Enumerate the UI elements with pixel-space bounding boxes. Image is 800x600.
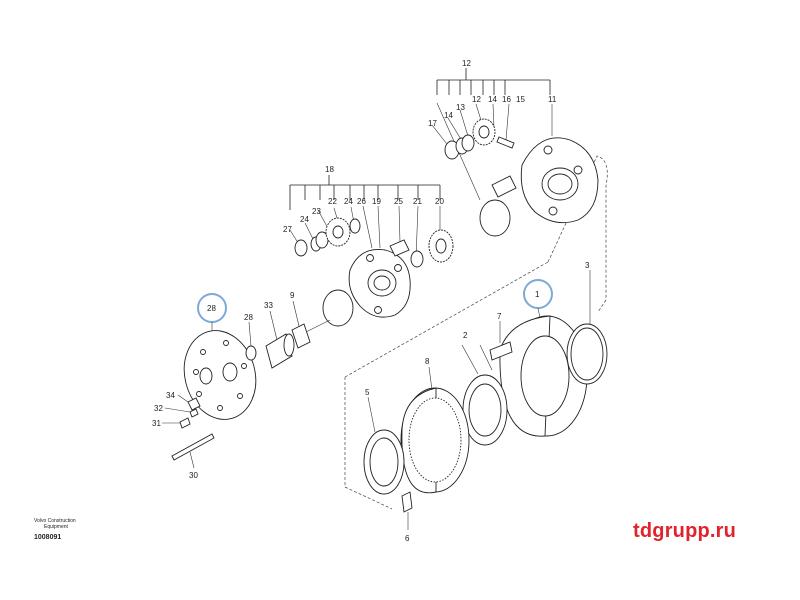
snap-ring [479,199,511,237]
drawing-footer: Volvo Construction Equipment 1008091 [34,518,76,541]
washer-part-26 [349,218,361,234]
callout-2: 2 [463,331,468,340]
pin-part-25 [389,239,410,257]
callout-22: 22 [328,197,337,206]
callout-27: 27 [283,225,292,234]
callout-26: 26 [357,197,366,206]
callout-7: 7 [497,312,502,321]
watermark-brand[interactable]: tdgrupp.ru [633,520,737,542]
callout-20: 20 [435,197,444,206]
seal-part-7 [489,341,513,361]
callout-18: 18 [325,165,334,174]
callout-16: 16 [502,95,511,104]
callout-8: 8 [425,357,430,366]
bearing-part-23 [315,231,329,249]
callout-12: 12 [472,95,481,104]
callout-25: 25 [394,197,403,206]
callout-5: 5 [365,388,370,397]
bolt-part-6 [401,491,413,513]
callout-19: 19 [372,197,381,206]
callout-31: 31 [152,419,161,428]
housing-outline [344,155,608,510]
callout-21: 21 [413,197,422,206]
callout-14: 14 [444,111,453,120]
drawing-number: 1008091 [34,534,62,541]
ring-part-21 [410,250,424,268]
carrier-bore-inner-19 [373,275,391,291]
bearing-part-13 [461,134,475,152]
gear-hub-22 [332,225,344,239]
coupling-part-9 [291,323,311,349]
nut-part-34 [187,397,201,411]
callout-32: 32 [154,404,163,413]
gear-hub-20 [435,238,447,254]
callout-33: 33 [264,301,273,310]
callout-14b: 14 [488,95,497,104]
ring-part-27 [294,239,308,257]
snap-ring-middle [322,289,354,327]
company-line-2: Equipment [44,524,68,530]
gear-hub-12 [478,125,490,139]
callout-labels: 12 17 14 13 12 14 16 15 11 18 24 27 23 2… [152,59,590,543]
callout-15: 15 [516,95,525,104]
callout-9: 9 [290,291,295,300]
callout-29: 28 [244,313,253,322]
callout-28: 28 [207,304,216,313]
pin-part-15 [496,136,515,149]
callout-34: 34 [166,391,175,400]
spacer-part-16 [491,175,517,198]
callout-24c: 24 [344,197,353,206]
company-line-1: Volvo Construction [34,518,76,524]
callout-23: 23 [312,207,321,216]
washer-part-29 [245,345,257,361]
callout-3: 3 [585,261,590,270]
bolt-part-30 [171,433,215,461]
top-planetary-group [431,68,599,237]
callout-6: 6 [405,534,410,543]
callout-24: 24 [300,215,309,224]
callout-30: 30 [189,471,198,480]
carrier-bore-inner-11 [547,173,573,195]
callout-17: 17 [428,119,437,128]
housing-group [363,270,608,530]
middle-planetary-group [289,175,454,336]
cover-group [162,293,311,469]
callout-1: 1 [535,290,540,299]
plug-part-31 [179,417,191,429]
callout-13: 13 [456,103,465,112]
hub-bore-1 [520,335,570,417]
callout-11: 11 [548,95,557,104]
washer-part-32 [189,408,199,418]
callout-10: 12 [462,59,471,68]
